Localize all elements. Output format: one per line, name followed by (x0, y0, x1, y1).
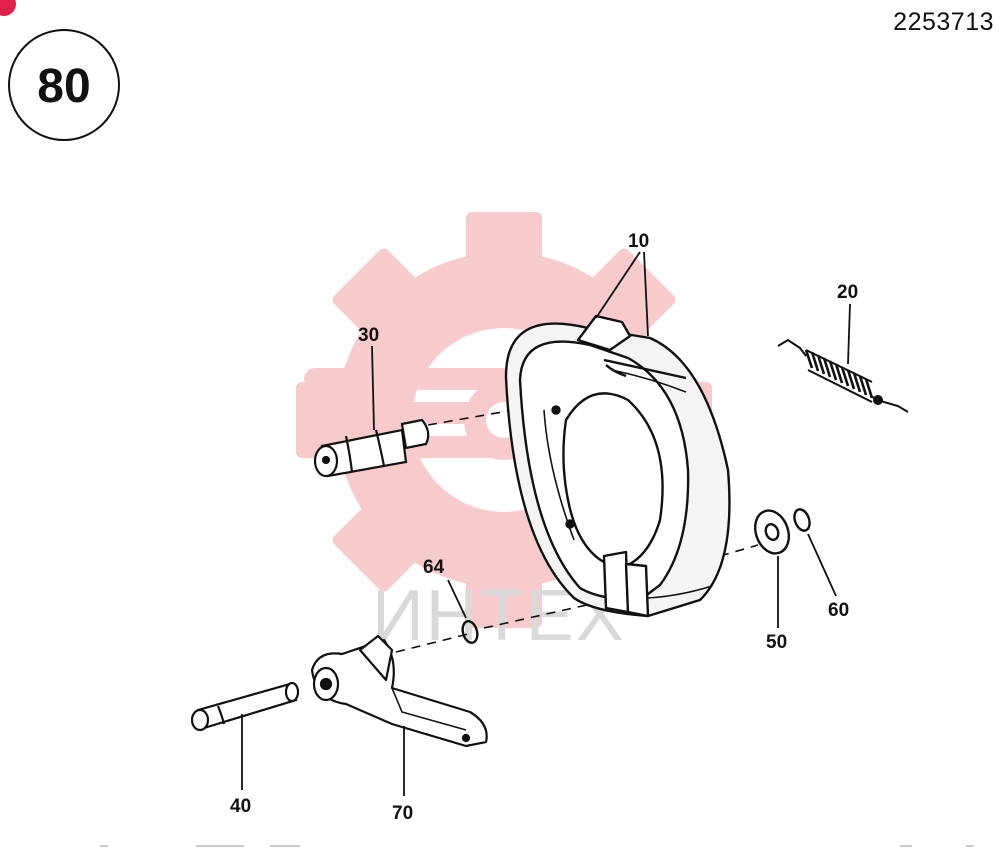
callout-40: 40 (230, 796, 251, 817)
page-number: 80 (37, 60, 91, 113)
brake-lever-part (310, 634, 488, 748)
anchor-pin-part (313, 418, 430, 478)
callout-30: 30 (358, 325, 379, 346)
callout-64: 64 (423, 557, 445, 578)
snap-ring-part (793, 508, 811, 532)
callout-70: 70 (392, 803, 413, 824)
cam-shaft-pin-part (190, 681, 300, 732)
o-ring-part (461, 620, 479, 644)
callout-20: 20 (837, 282, 858, 303)
callout-50: 50 (766, 632, 787, 653)
document-number: 2253713 (893, 8, 994, 36)
return-spring-part (777, 338, 909, 413)
brake-shoe-part (504, 314, 731, 618)
washer-part (753, 509, 791, 555)
corner-marker (0, 0, 16, 16)
callout-60: 60 (828, 600, 849, 621)
callout-leaders (241, 251, 851, 796)
page-number-circle: 80 (8, 29, 120, 141)
callout-10: 10 (628, 231, 649, 252)
